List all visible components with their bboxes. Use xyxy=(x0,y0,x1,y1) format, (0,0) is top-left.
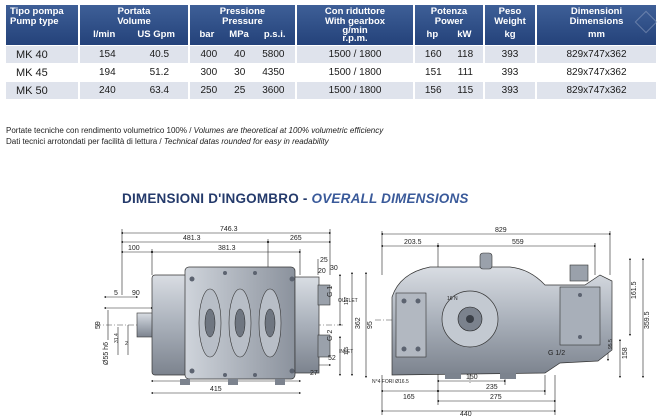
pump-side-body xyxy=(391,252,613,379)
svg-text:INLET: INLET xyxy=(339,349,353,355)
svg-text:362: 362 xyxy=(355,317,362,329)
header-pressure: Pressione Pressure bar MPa p.s.i. xyxy=(190,5,295,45)
spec-table: Tipo pompa Pump type Portata Volume l/mi… xyxy=(4,4,658,100)
svg-text:165: 165 xyxy=(403,394,415,401)
header-power: Potenza Power hp kW xyxy=(415,5,483,45)
rpm-cell: 1500 / 1800 xyxy=(297,82,413,99)
svg-text:161.5: 161.5 xyxy=(631,281,638,299)
svg-text:440: 440 xyxy=(460,411,472,417)
dimensions-cell: 829x747x362 xyxy=(537,64,656,81)
weight-cell: 393 xyxy=(485,82,535,99)
svg-text:95: 95 xyxy=(367,321,374,329)
svg-text:559: 559 xyxy=(512,239,524,246)
header-gearbox: Con riduttore With gearbox g/min r.p.m. xyxy=(297,5,413,45)
svg-text:481.3: 481.3 xyxy=(183,235,201,242)
dimensions-title: DIMENSIONI D'INGOMBRO - OVERALL DIMENSIO… xyxy=(122,191,469,206)
svg-text:197: 197 xyxy=(344,296,350,305)
weight-cell: 393 xyxy=(485,64,535,81)
svg-text:G 1/2: G 1/2 xyxy=(548,350,565,357)
svg-text:829: 829 xyxy=(495,227,507,234)
note-rounded: Dati tecnici arrotondati per facilità di… xyxy=(6,137,329,146)
svg-text:31.4: 31.4 xyxy=(114,333,120,343)
header-pump-type: Tipo pompa Pump type xyxy=(6,5,78,45)
header-dimensions: Dimensioni Dimensions mm xyxy=(537,5,656,45)
side-dimension-labels: 829 203.5 559 161.5 359.5 158 95.5 95 15… xyxy=(367,227,651,417)
table-notes: Portate tecniche con rendimento volumetr… xyxy=(6,125,383,147)
svg-text:381.3: 381.3 xyxy=(218,245,236,252)
svg-text:275: 275 xyxy=(490,394,502,401)
svg-text:746.3: 746.3 xyxy=(220,226,238,233)
svg-text:59: 59 xyxy=(95,321,102,329)
svg-text:203.5: 203.5 xyxy=(404,239,422,246)
svg-text:165: 165 xyxy=(344,346,350,355)
svg-text:235: 235 xyxy=(486,384,498,391)
svg-text:N°4 FORI Ø16.5: N°4 FORI Ø16.5 xyxy=(372,379,409,385)
svg-text:30: 30 xyxy=(330,265,338,272)
svg-text:16 N: 16 N xyxy=(447,296,458,302)
svg-text:90: 90 xyxy=(132,290,140,297)
svg-text:27: 27 xyxy=(310,370,318,377)
header-flow: Portata Volume l/min US Gpm xyxy=(80,5,188,45)
svg-text:100: 100 xyxy=(128,245,140,252)
svg-text:150: 150 xyxy=(466,374,478,381)
svg-text:359.5: 359.5 xyxy=(644,311,651,329)
svg-text:Ø55 h6: Ø55 h6 xyxy=(103,342,110,365)
svg-text:265: 265 xyxy=(290,235,302,242)
svg-text:20: 20 xyxy=(318,268,326,275)
svg-text:OUTLET: OUTLET xyxy=(338,298,358,304)
rpm-cell: 1500 / 1800 xyxy=(297,64,413,81)
pump-front-body xyxy=(136,266,331,385)
svg-text:5: 5 xyxy=(114,290,118,297)
weight-cell: 393 xyxy=(485,46,535,63)
svg-text:158: 158 xyxy=(622,347,629,359)
rpm-cell: 1500 / 1800 xyxy=(297,46,413,63)
svg-text:2: 2 xyxy=(125,341,128,347)
svg-text:415: 415 xyxy=(210,386,222,393)
front-dimension-labels: 746.3 481.3 265 100 381.3 25 5 90 59 31.… xyxy=(95,226,362,393)
pump-model: MK 45 xyxy=(6,64,78,81)
pump-model: MK 50 xyxy=(6,82,78,99)
pump-model: MK 40 xyxy=(6,46,78,63)
header-weight: Peso Weight kg xyxy=(485,5,535,45)
dimensions-cell: 829x747x362 xyxy=(537,46,656,63)
svg-text:25: 25 xyxy=(320,257,328,264)
svg-text:G 2: G 2 xyxy=(327,330,334,341)
technical-drawing: 746.3 481.3 265 100 381.3 25 5 90 59 31.… xyxy=(95,226,651,417)
svg-text:52: 52 xyxy=(328,355,336,362)
svg-text:G 1: G 1 xyxy=(327,286,334,297)
note-volumes: Portate tecniche con rendimento volumetr… xyxy=(6,126,384,135)
dimensions-cell: 829x747x362 xyxy=(537,82,656,99)
svg-text:95.5: 95.5 xyxy=(608,339,614,349)
